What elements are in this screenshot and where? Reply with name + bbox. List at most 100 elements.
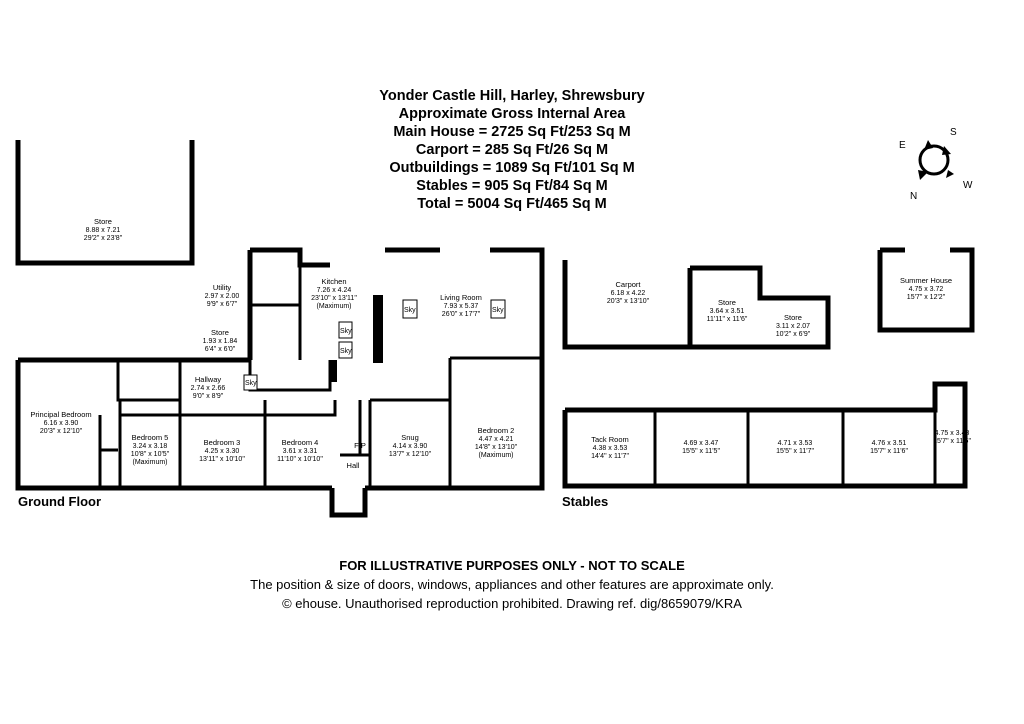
room-stable-4: 4.75 x 3.48 15'7" x 11'5" [933,430,971,445]
svg-text:13'11" x 10'10": 13'11" x 10'10" [199,456,245,463]
svg-text:Snug: Snug [401,433,419,442]
svg-text:6'4" x 6'0": 6'4" x 6'0" [205,346,236,353]
svg-text:9'0" x 8'9": 9'0" x 8'9" [193,393,224,400]
svg-text:6.16 x 3.90: 6.16 x 3.90 [44,420,79,427]
living-walls [452,247,545,491]
room-snug: Snug 4.14 x 3.90 13'7" x 12'10" [389,433,432,458]
room-stable-2: 4.71 x 3.53 15'5" x 11'7" [776,440,814,455]
svg-text:2.97 x 2.00: 2.97 x 2.00 [205,293,240,300]
room-store-outbuilding-2: Store 3.11 x 2.07 10'2" x 6'9" [776,313,811,338]
skylight [338,321,353,339]
property-title: Yonder Castle Hill, Harley, Shrewsbury [379,88,645,104]
svg-text:Store: Store [211,328,229,337]
svg-text:Bedroom 3: Bedroom 3 [204,438,241,447]
svg-text:Utility: Utility [213,283,232,292]
svg-text:4.75 x 3.72: 4.75 x 3.72 [909,286,944,293]
svg-text:4.69 x 3.47: 4.69 x 3.47 [684,440,719,447]
svg-text:Summer House: Summer House [900,276,952,285]
room-bedroom-5: Bedroom 5 3.24 x 3.18 10'8" x 10'5" (Max… [131,433,170,466]
svg-text:Principal Bedroom: Principal Bedroom [30,410,91,419]
svg-text:Hallway: Hallway [195,375,222,384]
svg-text:Store: Store [784,313,802,322]
svg-text:Kitchen: Kitchen [321,277,346,286]
svg-text:15'7" x 11'6": 15'7" x 11'6" [870,448,908,455]
disclaimer: FOR ILLUSTRATIVE PURPOSES ONLY - NOT TO … [339,558,685,573]
svg-text:7.93 x 5.37: 7.93 x 5.37 [444,303,479,310]
svg-text:Tack Room: Tack Room [591,435,629,444]
skylight-label: Sky [340,348,352,355]
svg-text:15'5" x 11'7": 15'5" x 11'7" [776,448,814,455]
plan-header: Yonder Castle Hill, Harley, Shrewsbury A… [300,87,724,213]
svg-text:7.26 x 4.24: 7.26 x 4.24 [317,287,352,294]
chimney-breast [373,295,383,363]
approximation-note: The position & size of doors, windows, a… [250,577,774,592]
svg-text:8.88 x 7.21: 8.88 x 7.21 [86,227,121,234]
svg-text:3.11 x 2.07: 3.11 x 2.07 [776,323,810,330]
svg-text:Store: Store [718,298,736,307]
skylight [243,374,258,391]
svg-text:4.76 x 3.51: 4.76 x 3.51 [872,440,907,447]
svg-text:2.74 x 2.66: 2.74 x 2.66 [191,385,226,392]
skylight-label: Sky [340,328,352,335]
skylight-label: Sky [492,307,504,314]
utility-walls [250,247,330,268]
svg-text:4.25 x 3.30: 4.25 x 3.30 [205,448,240,455]
svg-text:23'10" x 13'11": 23'10" x 13'11" [311,295,357,302]
svg-text:10'2" x 6'9": 10'2" x 6'9" [776,331,811,338]
svg-text:(Maximum): (Maximum) [317,303,352,310]
room-hall: Hall [347,461,360,470]
stables-label: Stables [562,494,609,509]
svg-text:29'2" x 23'8": 29'2" x 23'8" [84,235,123,242]
svg-text:3.64 x 3.51: 3.64 x 3.51 [710,308,745,315]
skylight [338,341,353,359]
svg-text:9'9" x 6'7": 9'9" x 6'7" [207,301,238,308]
room-tack-room: Tack Room 4.38 x 3.53 14'4" x 11'7" [591,435,629,460]
area-total: Total = 5004 Sq Ft/465 Sq M [417,196,607,212]
ground-floor-label: Ground Floor [18,494,102,509]
area-main-house: Main House = 2725 Sq Ft/253 Sq M [393,124,631,140]
compass-north: N [910,191,917,202]
svg-text:Carport: Carport [615,280,641,289]
room-living: Living Room 7.93 x 5.37 26'0" x 17'7" [440,293,482,318]
store-walls [15,140,195,266]
carport-walls [562,260,690,350]
svg-text:15'7" x 11'5": 15'7" x 11'5" [933,438,971,445]
compass-south: S [950,127,957,138]
room-summer-house: Summer House 4.75 x 3.72 15'7" x 12'2" [900,276,952,301]
svg-text:14'4" x 11'7": 14'4" x 11'7" [591,453,629,460]
room-bedroom-4: Bedroom 4 3.61 x 3.31 11'10" x 10'10" [277,438,323,463]
svg-text:Bedroom 5: Bedroom 5 [132,433,169,442]
svg-text:(Maximum): (Maximum) [479,452,514,459]
svg-text:26'0" x 17'7": 26'0" x 17'7" [442,311,481,318]
room-kitchen: Kitchen 7.26 x 4.24 23'10" x 13'11" (Max… [311,277,357,310]
plan-footer: FOR ILLUSTRATIVE PURPOSES ONLY - NOT TO … [150,556,874,613]
room-store-large: Store 8.88 x 7.21 29'2" x 23'8" [84,217,123,242]
room-store-outbuilding-1: Store 3.64 x 3.51 11'11" x 11'6" [707,298,748,323]
svg-text:Living Room: Living Room [440,293,482,302]
svg-text:Bedroom 4: Bedroom 4 [282,438,319,447]
svg-text:Bedroom 2: Bedroom 2 [478,426,515,435]
svg-text:15'5" x 11'5": 15'5" x 11'5" [682,448,720,455]
bedroom-walls [15,360,332,491]
room-stable-3: 4.76 x 3.51 15'7" x 11'6" [870,440,908,455]
room-carport: Carport 6.18 x 4.22 20'3" x 13'10" [607,280,650,305]
svg-text:11'10" x 10'10": 11'10" x 10'10" [277,456,323,463]
svg-text:13'7" x 12'10": 13'7" x 12'10" [389,451,432,458]
svg-text:4.75 x 3.48: 4.75 x 3.48 [935,430,970,437]
area-outbuildings: Outbuildings = 1089 Sq Ft/101 Sq M [389,160,635,176]
copyright-note: © ehouse. Unauthorised reproduction proh… [282,596,742,611]
outbuilding-store-walls [687,265,831,350]
skylight-label: Sky [245,380,257,387]
room-stable-1: 4.69 x 3.47 15'5" x 11'5" [682,440,720,455]
svg-text:15'7" x 12'2": 15'7" x 12'2" [907,294,946,301]
svg-text:11'11" x 11'6": 11'11" x 11'6" [707,316,748,323]
fireplace-label: F/P [354,441,366,450]
svg-text:6.18 x 4.22: 6.18 x 4.22 [611,290,646,297]
room-bedroom-3: Bedroom 3 4.25 x 3.30 13'11" x 10'10" [199,438,245,463]
svg-text:4.47 x 4.21: 4.47 x 4.21 [479,436,514,443]
svg-text:4.14 x 3.90: 4.14 x 3.90 [393,443,428,450]
compass-west: W [963,180,973,191]
svg-text:10'8" x 10'5": 10'8" x 10'5" [131,451,170,458]
area-stables: Stables = 905 Sq Ft/84 Sq M [416,178,608,194]
svg-text:Store: Store [94,217,112,226]
